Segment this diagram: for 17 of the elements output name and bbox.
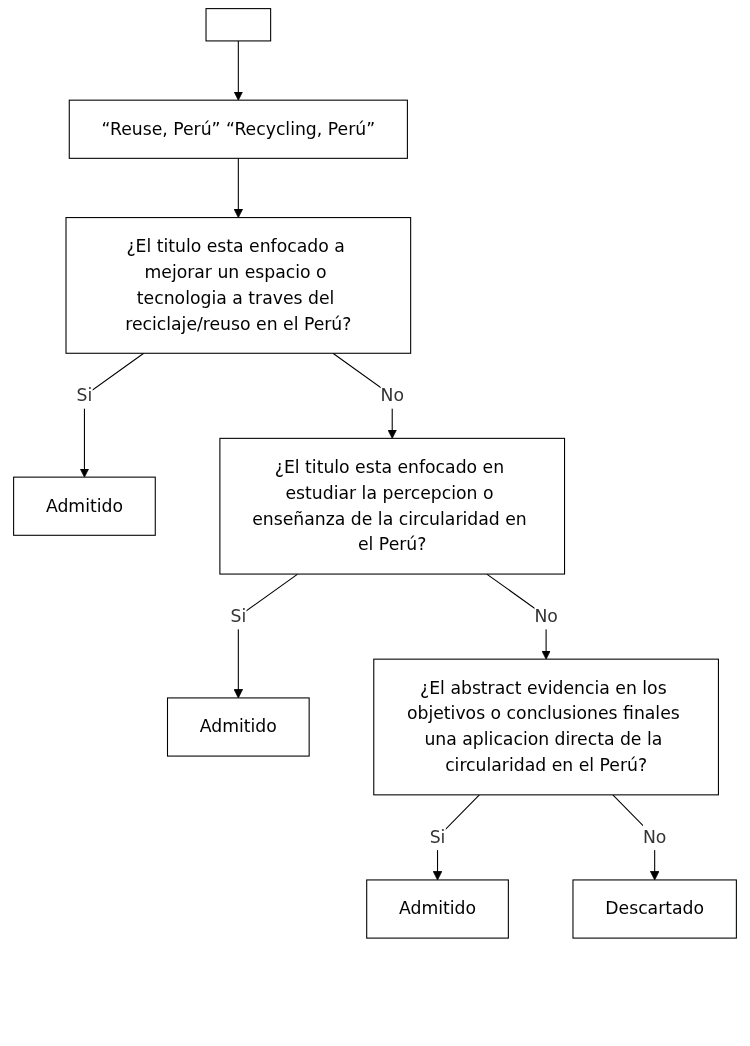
edge-label: No — [380, 385, 404, 406]
node-box: ¿El titulo esta enfocado a mejorar un espacio o tecnologia a traves del reciclaje/reuso en el Perú? — [65, 217, 412, 354]
node-box: “Reuse, Perú” “Recycling, Perú” — [68, 99, 408, 159]
edge-label: No — [642, 826, 667, 848]
node-box: ¿El abstract evidencia en los objetivos o conclusiones finales una aplicacion directa de la circularidad en el Perú? — [373, 658, 719, 796]
node-box — [205, 8, 272, 42]
node-box: Admitido — [366, 879, 509, 939]
node-box: Admitido — [13, 476, 156, 536]
arrow — [233, 40, 244, 101]
node-box: ¿El titulo esta enfocado en estudiar la percepcion o enseñanza de la circularidad en el Perú? — [219, 437, 566, 575]
edge-label: Si — [76, 385, 93, 406]
edge-label: No — [534, 605, 558, 627]
arrow — [233, 157, 244, 218]
node-box: Descartado — [572, 879, 737, 939]
node-box: Admitido — [166, 697, 310, 757]
edge-label: Si — [230, 605, 247, 627]
edge-label: Si — [429, 826, 446, 848]
